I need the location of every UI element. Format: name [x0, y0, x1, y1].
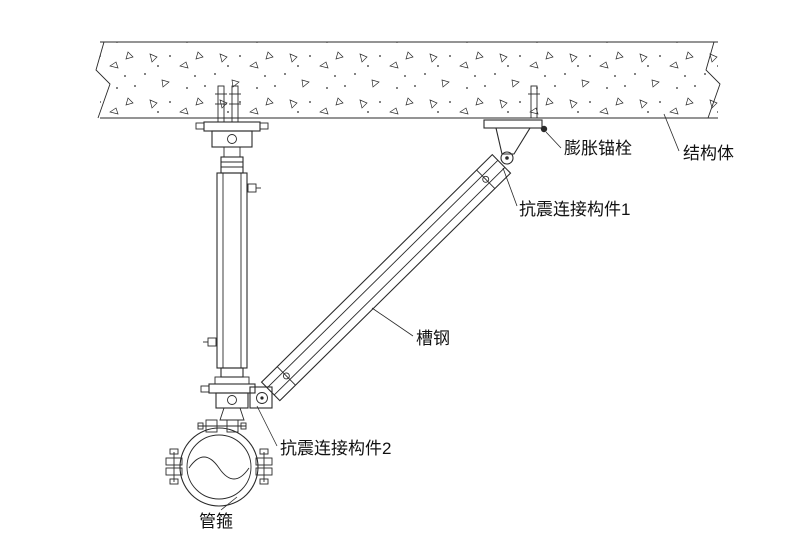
pipe-clamp: [165, 419, 273, 507]
pipe-wave-symbol: [188, 456, 250, 480]
concrete-slab: [95, 41, 721, 119]
label-pipe-clamp: 管箍: [199, 512, 233, 531]
label-channel-steel: 槽钢: [416, 329, 450, 348]
brace-anchor-bolt: [530, 85, 538, 119]
channel-bolt-upper: [247, 183, 257, 193]
leader-seismic-connector-1: [502, 167, 518, 207]
vertical-channel: [203, 172, 261, 369]
label-expansion-anchor: 膨胀锚栓: [564, 139, 632, 158]
leader-channel-steel: [371, 307, 414, 337]
label-seismic-connector-1: 抗震连接构件1: [519, 200, 630, 219]
break-mark-left: [95, 41, 111, 119]
hanger-assembly: [195, 85, 269, 421]
hanger-top-bracket: [195, 121, 269, 174]
leader-pipe-clamp: [220, 496, 238, 511]
clamp-band: [179, 427, 259, 507]
label-seismic-connector-2: 抗震连接构件2: [280, 439, 391, 458]
pipe: [186, 434, 252, 500]
leader-expansion-anchor: [545, 131, 562, 149]
seismic-connector-1: [483, 85, 548, 165]
channel-brace: [260, 153, 512, 402]
break-mark-right: [705, 41, 721, 119]
leader-lines: [220, 113, 680, 511]
seismic-connector-2: [249, 386, 273, 409]
labels: 膨胀锚栓 结构体 抗震连接构件1 槽钢 抗震连接构件2 管箍: [199, 139, 734, 531]
hanger-bottom-assembly: [200, 367, 256, 421]
expansion-anchor-head: [540, 125, 548, 133]
leader-structure-body: [663, 113, 680, 152]
channel-bolt-lower: [207, 337, 217, 347]
leader-seismic-connector-2: [256, 405, 278, 447]
clamp-flange-right: [255, 448, 273, 485]
label-structure-body: 结构体: [683, 144, 734, 163]
clamp-flange-left: [165, 448, 183, 485]
